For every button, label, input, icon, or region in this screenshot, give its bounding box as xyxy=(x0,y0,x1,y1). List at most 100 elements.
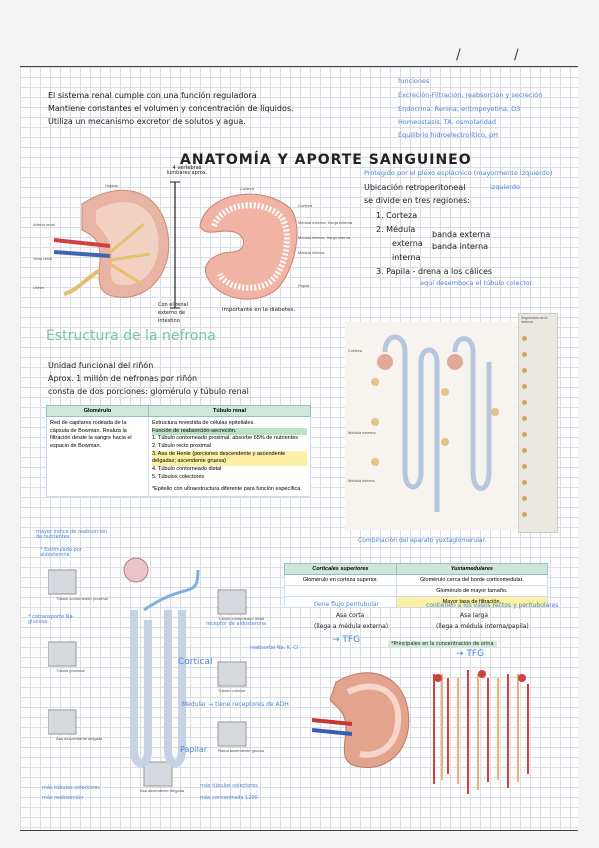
note-vertebrae: 4 vértebras lumbares aprox. xyxy=(166,165,208,176)
table-cell xyxy=(284,585,397,597)
comparison-note: → TFG xyxy=(456,649,485,659)
kidney-label: Hígado xyxy=(105,183,118,188)
note-bottom: externo de xyxy=(158,310,186,316)
table-cell: Glomérulo cerca del borde corticomedular… xyxy=(395,574,549,586)
note-bottom: intestino xyxy=(158,318,180,324)
kidney-section-illustration xyxy=(54,189,170,298)
function-item: Equilibrio hidroelectrolítico, pH xyxy=(398,131,499,139)
nephron-legend: Segmentos de la nefrona xyxy=(518,313,558,533)
nephron-line: Aprox. 1 millón de nefronas por riñón xyxy=(48,374,198,383)
nephron-line: consta de dos porciones: glomérulo y túb… xyxy=(48,387,249,396)
papila-note: aquí desemboca el túbulo colector. xyxy=(420,279,534,287)
tubulo-note: *Epitelio con ultraestructura diferente … xyxy=(152,485,302,492)
tubule-note: más reabsorción xyxy=(42,795,84,801)
comparison-note: Asa larga xyxy=(460,612,489,619)
tubule-label: Asa ascendente delgada xyxy=(140,788,185,793)
region-item: 3. Papila - drena a los cálices xyxy=(376,267,493,276)
tubule-segments-illustration xyxy=(48,557,247,787)
medulla-part: banda externa xyxy=(432,230,491,239)
tubule-note: más túbulos colectores xyxy=(42,785,100,791)
nephron-vessels-illustration xyxy=(433,670,529,794)
kidney-label: Corteza xyxy=(298,203,313,208)
kidney-label: Corteza xyxy=(240,186,255,191)
intro-line: Mantiene constantes el volumen y concent… xyxy=(48,104,294,113)
tubule-note-right: más concentrada 1200 xyxy=(200,795,258,801)
kidney-label: Arteria renal xyxy=(33,222,55,227)
tubule-label: Túbulo contorneado proximal xyxy=(56,596,108,601)
medulla-part: banda interna xyxy=(432,242,489,251)
tubulo-intro: Estructura revestida de células epitelia… xyxy=(152,420,255,426)
diagram-caption: Combinación del aparato yuxtaglomerular. xyxy=(358,537,487,544)
table-header: Túbulo renal xyxy=(148,405,311,417)
tubule-note: * cotransporte Na-glucosa xyxy=(28,614,75,625)
function-item: Endocrina. Renina, eritropoyetina, D3 xyxy=(398,105,521,113)
date-slash: / xyxy=(456,47,461,63)
tubulo-item: 5. Túbulos colectores xyxy=(152,473,205,480)
kidney-label: Vena renal xyxy=(33,256,53,261)
comparison-note: contienen a los vasos rectos y peritubul… xyxy=(426,602,559,609)
tubule-label: Asa descendente delgada xyxy=(56,736,103,741)
tubule-label: Túbulo proximal xyxy=(56,668,85,673)
tubulo-item: 4. Túbulo contorneado distal xyxy=(152,466,222,473)
glomerulo-cell: Red de capilares rodeada de la cápsula d… xyxy=(46,415,149,498)
note-diabetes: importante en la diabetes. xyxy=(222,307,295,313)
function-item: Homeostasis. TA, osmolaridad xyxy=(398,118,497,126)
table-cell: Glomérulo en corteza superior. xyxy=(284,574,397,586)
tubule-note-right: receptor de aldosterona xyxy=(206,621,267,627)
region-item: 2. Médula xyxy=(376,225,416,234)
diagram-label: Corteza xyxy=(348,348,363,353)
kidney-label: Médula interna, franja interna xyxy=(298,235,351,240)
location-note-sub: izquierdo xyxy=(490,183,520,191)
section-title-anatomy: ANATOMÍA Y APORTE SANGUINEO xyxy=(180,152,472,168)
comparison-footnote: *Principales en la concentración de orin… xyxy=(388,641,497,648)
table-cell: Glomérulo de mayor tamaño. xyxy=(395,585,549,597)
tubulo-item: 1. Túbulo contorneado proximal: absorbe … xyxy=(152,435,299,442)
functions-heading: funciones xyxy=(398,77,430,85)
comparison-note: → TFG xyxy=(332,635,361,645)
comparison-note: tiene flujo peritubular xyxy=(314,601,380,608)
vertebrae-bracket xyxy=(170,181,180,309)
comparison-note: (llega a médula externa) xyxy=(314,623,389,630)
tubulo-cell: Estructura revestida de células epitelia… xyxy=(148,415,311,498)
nephron-table: Glomérulo Túbulo renal Red de capilares … xyxy=(46,405,311,498)
tubule-note-right: reabsorbe Na, K, Cl xyxy=(250,645,299,651)
location-line: se divide en tres regiones: xyxy=(364,196,470,205)
diagram-label: Médula interna xyxy=(348,478,375,483)
nephron-diagram xyxy=(345,322,517,530)
intro-line: Utiliza un mecanismo excretor de solutos… xyxy=(48,117,246,126)
diagram-label: Médula externa xyxy=(348,430,376,435)
table-cell: Mayor tasa de filtración. xyxy=(395,596,549,608)
tubule-region: Papilar xyxy=(180,745,208,754)
tubule-note: mayor índice de reabsorción de nutriente… xyxy=(36,529,108,540)
tubulo-item: 2. Túbulo recto proximal xyxy=(152,443,211,450)
table-header: Yuxtamedulares xyxy=(395,563,549,575)
nephron-line: Unidad funcional del riñón xyxy=(48,361,154,370)
kidney-cortex-illustration xyxy=(199,193,298,300)
tubule-label: Rama ascendente gruesa xyxy=(218,748,264,753)
kidney-label: Médula interna xyxy=(298,250,325,255)
tubule-note-right: más túbulos colectores xyxy=(200,783,258,789)
intro-line: El sistema renal cumple con una función … xyxy=(48,91,257,100)
location-note: Protegido por el plexo esplácnico (mayor… xyxy=(364,169,553,177)
function-item: Excreción-Filtración, reabsorción y secr… xyxy=(398,91,543,99)
table-header: Corticales superiores xyxy=(284,563,397,575)
tubule-label: Túbulo colector xyxy=(218,688,246,693)
date-slash: / xyxy=(514,47,519,63)
note-bottom: Con el renal xyxy=(158,302,189,308)
region-item: interna xyxy=(392,253,421,262)
comparison-note: (llega a médula interna/papila) xyxy=(436,623,529,630)
table-header: Glomérulo xyxy=(46,405,149,417)
tubule-region: Medular → tiene receptores de ADH xyxy=(182,701,289,708)
region-item: externa xyxy=(392,239,423,248)
comparison-note: Asa corta xyxy=(336,612,365,619)
legend-title: Segmentos de la nefrona xyxy=(521,316,548,324)
region-item: 1. Corteza xyxy=(376,211,418,220)
tubule-label: Túbulo contorneado distal xyxy=(218,616,265,621)
tubule-region: Cortical xyxy=(178,657,213,667)
location-line: Ubicación retroperitoneal xyxy=(364,183,466,192)
section-title-nephron: Estructura de la nefrona xyxy=(46,328,216,344)
kidney-label: Uréter xyxy=(33,285,45,290)
tubule-note: * Estimulado por aldosterona xyxy=(40,547,82,558)
comparison-table: Corticales superiores Yuxtamedulares Glo… xyxy=(284,563,549,608)
kidney-nephron-illustration xyxy=(312,672,410,768)
